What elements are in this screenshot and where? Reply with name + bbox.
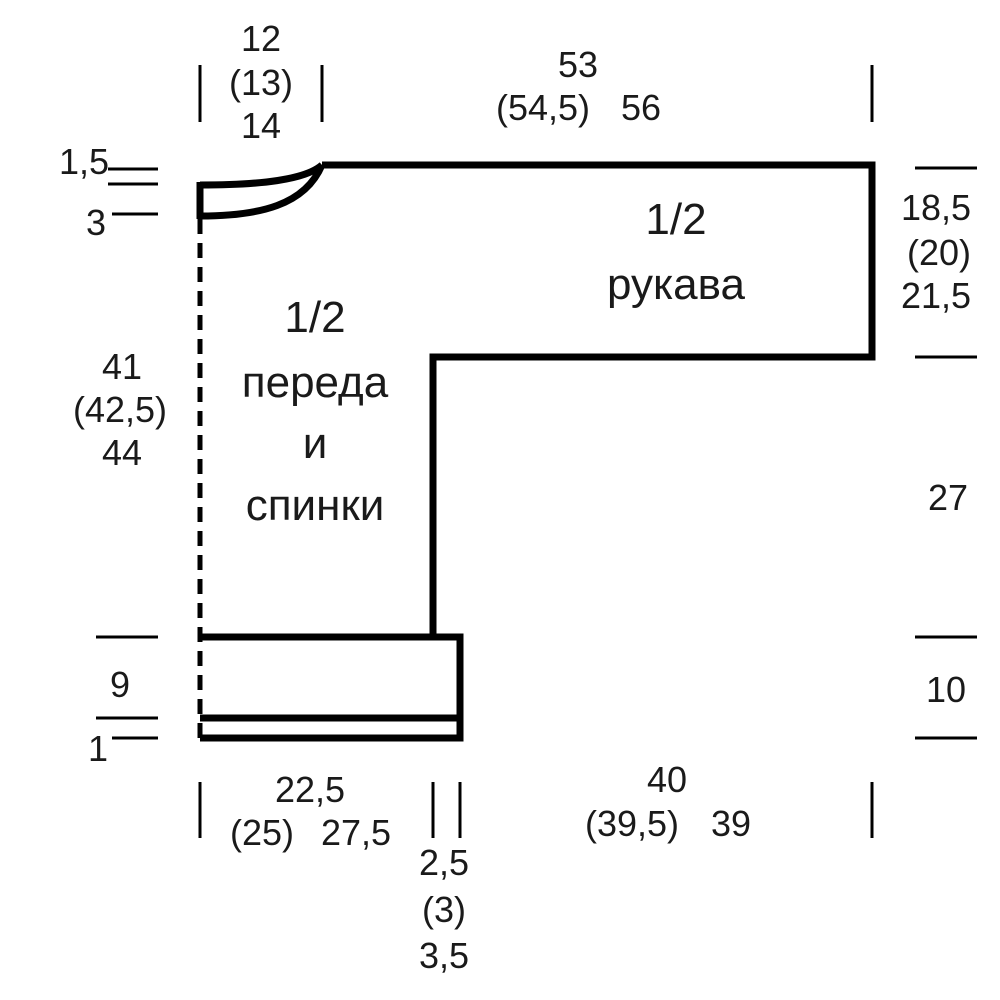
sleeve-length-label: (54,5): [496, 87, 590, 128]
body-label-line2: и: [303, 419, 328, 468]
sleeve-length-label: 53: [558, 44, 598, 85]
sleeve-width-label: (20): [907, 232, 971, 273]
body-height-label: 41: [102, 346, 142, 387]
sleeve-fraction: 1/2: [645, 195, 706, 244]
rib-offset-label: (3): [422, 889, 466, 930]
rib-band: [200, 633, 464, 742]
body-fraction: 1/2: [284, 293, 345, 342]
garment-outline: [322, 161, 876, 637]
half-width-label: (25): [230, 812, 294, 853]
rib-edge-label: 1: [88, 728, 108, 769]
neck-width-label: (13): [229, 62, 293, 103]
half-width-label: 22,5: [275, 769, 345, 810]
rib-height-label: 9: [110, 664, 130, 705]
sleeve-width-label: 18,5: [901, 187, 971, 228]
shoulder-drop-label: 1,5: [59, 141, 109, 182]
sleeve-label: рукава: [607, 260, 746, 309]
sleeve-bottom-label: 39: [711, 803, 751, 844]
half-width-label: 27,5: [321, 812, 391, 853]
sleeve-bottom-label: (39,5): [585, 803, 679, 844]
sleeve-length-label: 56: [621, 87, 661, 128]
body-label-line3: спинки: [246, 481, 385, 530]
sleeve-width-label: 21,5: [901, 275, 971, 316]
body-label-line1: переда: [242, 358, 389, 407]
neck-depth-label: 3: [86, 202, 106, 243]
cuff-height-label: 10: [926, 669, 966, 710]
rib-offset-label: 3,5: [419, 935, 469, 976]
neckline-front: [199, 163, 326, 220]
body-height-label: 44: [102, 432, 142, 473]
sleeve-bottom-label: 40: [647, 759, 687, 800]
body-height-label: (42,5): [73, 389, 167, 430]
rib-offset-label: 2,5: [419, 842, 469, 883]
neckline-back: [199, 162, 325, 189]
neck-width-label: 12: [241, 18, 281, 59]
neck-width-label: 14: [241, 105, 281, 146]
side-height-label: 27: [928, 477, 968, 518]
